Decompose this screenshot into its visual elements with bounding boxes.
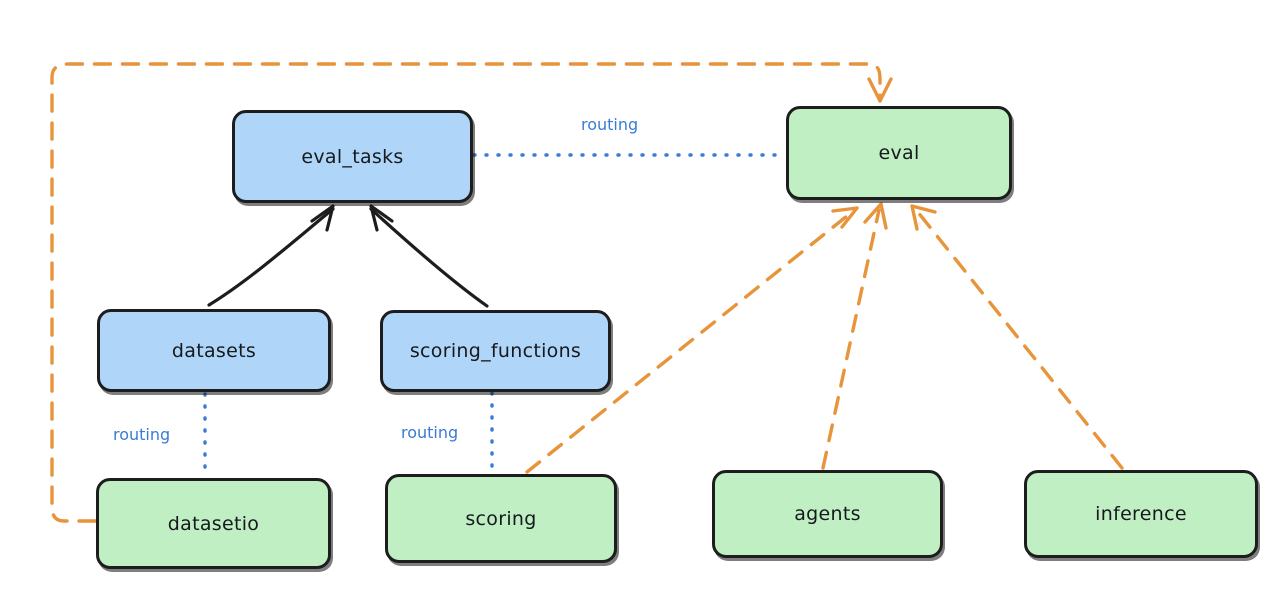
node-eval-tasks-label: eval_tasks [301,145,404,168]
node-scoring-functions-label: scoring_functions [409,340,582,362]
node-eval-tasks[interactable]: eval_tasks [232,110,473,203]
edge-label-routing-datasets: routing [110,425,174,444]
node-agents-label: agents [794,503,861,525]
edge-scoring-functions-to-eval-tasks [369,204,489,308]
node-eval[interactable]: eval [786,106,1012,200]
node-scoring-label: scoring [465,507,537,530]
edge-label-routing-scoring-functions: routing [398,423,462,442]
edge-datasetio-to-eval [50,62,893,523]
edge-label-routing-eval-tasks: routing [578,115,642,134]
node-datasets[interactable]: datasets [97,309,331,392]
edge-inference-to-eval [910,204,1124,470]
edge-agents-to-eval [821,202,888,470]
node-scoring-functions[interactable]: scoring_functions [380,310,611,392]
node-datasetio-label: datasetio [167,512,260,535]
node-inference-label: inference [1095,503,1187,525]
node-datasets-label: datasets [171,339,257,362]
node-eval-label: eval [878,142,920,164]
node-datasetio[interactable]: datasetio [96,478,331,569]
node-agents[interactable]: agents [712,470,943,558]
edge-datasets-to-eval-tasks [207,204,335,307]
edge-scoring-to-eval [525,206,859,474]
node-inference[interactable]: inference [1024,470,1258,558]
node-scoring[interactable]: scoring [385,474,617,563]
